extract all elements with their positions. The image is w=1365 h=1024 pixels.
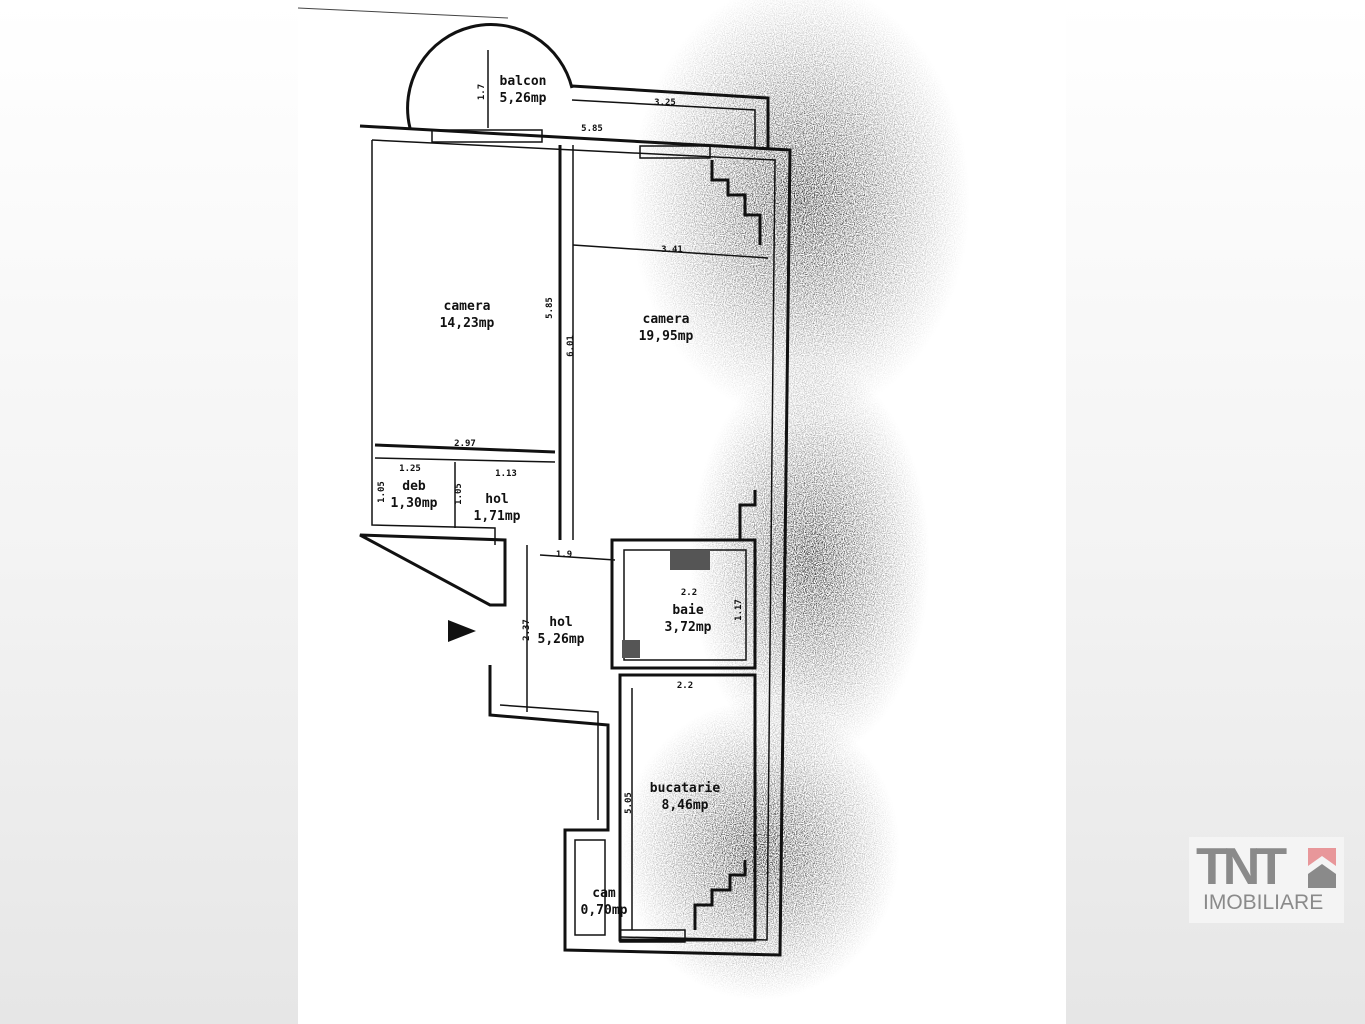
room-area: 3,72mp — [665, 620, 712, 635]
shaft-hatch — [622, 640, 640, 658]
dimension-label: 1.9 — [556, 550, 572, 560]
room-labels: balcon 5,26mp camera 14,23mp camera 19,9… — [391, 74, 721, 918]
room-area: 5,26mp — [500, 91, 547, 106]
dimension-label: 5.85 — [545, 297, 555, 319]
dimension-label: 5.05 — [624, 792, 634, 814]
room-area: 8,46mp — [662, 798, 709, 813]
room-name: balcon — [500, 74, 547, 89]
dimension-label: 3.25 — [654, 98, 676, 108]
dimension-label: 5.85 — [581, 124, 603, 134]
room-name: hol — [485, 492, 508, 507]
dimension-label: 2.2 — [677, 681, 693, 691]
room-area: 5,26mp — [538, 632, 585, 647]
room-name: bucatarie — [650, 781, 721, 796]
room-name: hol — [549, 615, 572, 630]
room-name: camera — [444, 299, 491, 314]
room-name: baie — [672, 603, 703, 618]
room-area: 19,95mp — [639, 329, 694, 344]
dimension-label: 1.25 — [399, 464, 421, 474]
room-name: cam — [592, 886, 616, 901]
room-area: 1,71mp — [474, 509, 521, 524]
room-area: 0,70mp — [581, 903, 628, 918]
room-name: deb — [402, 479, 426, 494]
dimension-label: 1.7 — [477, 84, 487, 100]
dimension-label: 2.37 — [522, 619, 532, 641]
room-area: 1,30mp — [391, 496, 438, 511]
dimension-label: 6.01 — [566, 335, 576, 357]
entrance-arrow-icon — [448, 620, 476, 642]
room-name: camera — [643, 312, 690, 327]
dimension-label: 1.17 — [734, 599, 744, 621]
room-area: 14,23mp — [440, 316, 495, 331]
logo-brand: TNT — [1196, 838, 1287, 896]
dimension-label: 1.05 — [377, 481, 387, 503]
scan-edge-line — [297, 7, 509, 19]
dimension-label: 3.41 — [661, 245, 683, 255]
house-icon — [1308, 848, 1336, 888]
logo-subtitle: IMOBILIARE — [1203, 891, 1324, 914]
dimension-label: 2.97 — [454, 439, 476, 449]
walls — [359, 23, 792, 957]
dimension-label: 1.05 — [454, 483, 464, 505]
dimension-label: 2.2 — [681, 588, 697, 598]
dimension-labels: 1.7 3.25 5.85 3.41 5.85 6.01 2.97 1.25 1… — [377, 84, 744, 814]
bathtub-hatch — [670, 550, 710, 570]
tnt-imobiliare-logo: TNT IMOBILIARE — [1189, 837, 1344, 923]
dimension-label: 1.13 — [495, 469, 517, 479]
